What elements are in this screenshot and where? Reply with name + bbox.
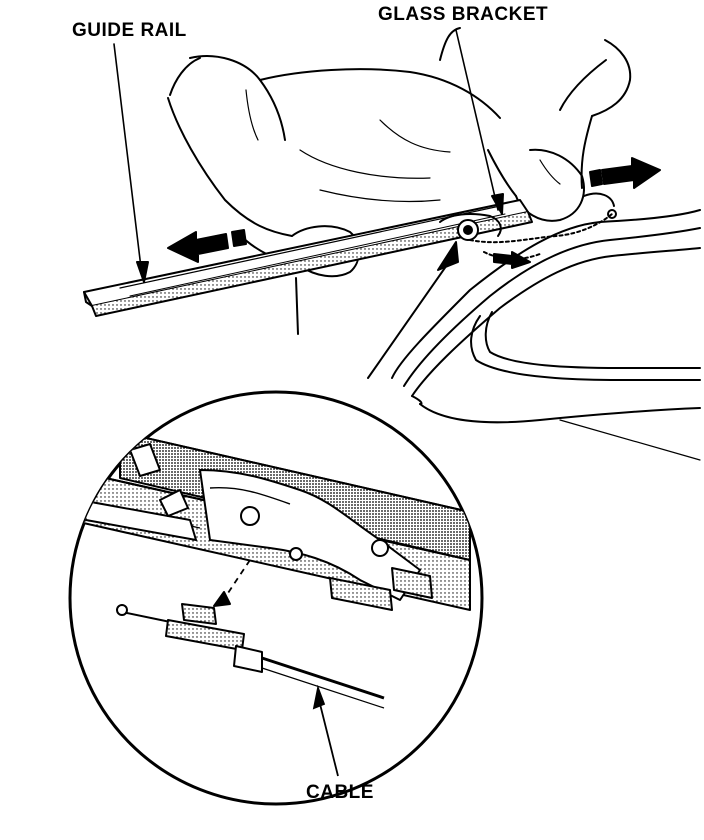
arrow-bracket-icon <box>493 251 531 269</box>
guide-rail <box>83 199 533 317</box>
upper-scene <box>83 27 701 461</box>
cable-label: CABLE <box>306 782 374 803</box>
arrow-left-icon <box>167 229 247 263</box>
glass-bracket-leader <box>455 29 499 211</box>
detail-connector <box>367 251 457 379</box>
roof-frame <box>391 209 701 461</box>
arrow-up-right-icon <box>437 241 459 271</box>
guide-rail-label: GUIDE RAIL <box>72 20 187 41</box>
guide-rail-leader <box>113 43 143 277</box>
glass-bracket-label: GLASS BRACKET <box>378 4 549 25</box>
guide-rail-arrowhead-icon <box>136 261 149 283</box>
glass-bracket-arrowhead-icon <box>491 193 504 215</box>
center-body <box>259 27 501 203</box>
arrow-right-icon <box>589 157 661 189</box>
detail-inset <box>68 390 484 806</box>
cable-callout-leader <box>312 684 339 777</box>
right-worker <box>487 39 632 222</box>
